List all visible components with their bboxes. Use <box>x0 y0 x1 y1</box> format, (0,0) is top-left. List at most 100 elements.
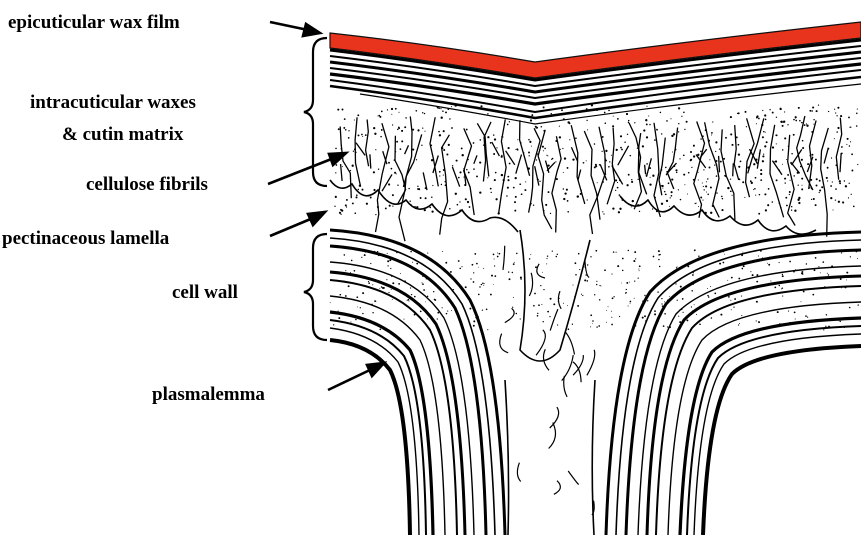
stipple-dot <box>500 105 501 106</box>
stipple-dot <box>784 137 786 139</box>
stipple-dot <box>719 263 721 265</box>
stipple-dot <box>846 272 848 274</box>
fibril-branch <box>719 156 720 172</box>
stipple-dot <box>850 127 851 128</box>
stipple-dot <box>567 200 569 202</box>
stipple-dot <box>830 185 832 187</box>
stipple-dot <box>432 185 433 186</box>
stipple-dot <box>724 254 725 255</box>
stipple-dot <box>373 171 375 173</box>
stipple-dot <box>461 266 462 267</box>
stipple-dot <box>400 273 401 274</box>
stipple-dot <box>370 263 371 264</box>
stipple-dot <box>494 179 496 181</box>
stipple-dot <box>741 296 742 297</box>
stipple-dot <box>487 177 488 178</box>
brackets <box>304 38 327 340</box>
stipple-dot <box>698 172 699 173</box>
stipple-dot <box>613 251 614 252</box>
stipple-dot <box>581 294 582 295</box>
stipple-dot <box>459 201 460 202</box>
stipple-dot <box>795 117 796 118</box>
stipple-dot <box>515 149 516 150</box>
stipple-dot <box>596 284 597 285</box>
cell-wall-right <box>606 232 861 535</box>
stipple-dot <box>848 197 849 198</box>
stipple-dot <box>388 162 390 164</box>
stipple-dot <box>801 272 803 274</box>
stipple-dot <box>514 201 516 203</box>
stipple-dot <box>654 313 656 315</box>
stipple-dot <box>619 208 621 210</box>
stipple-dot <box>794 312 796 314</box>
stipple-dot <box>680 286 682 288</box>
stipple-dot <box>601 286 602 287</box>
stipple-dot <box>391 289 392 290</box>
stipple-dot <box>706 181 707 182</box>
column-fibril <box>562 355 574 381</box>
stipple-dot <box>476 175 478 177</box>
stipple-dot <box>572 324 573 325</box>
stipple-dot <box>449 208 451 210</box>
stipple-dot <box>387 109 388 110</box>
stipple-dot <box>827 167 829 169</box>
stipple-dot <box>579 269 580 270</box>
stipple-dot <box>587 264 588 265</box>
middle-lamella-fibrils <box>500 246 595 515</box>
stipple-dot <box>440 108 441 109</box>
stipple-dot <box>491 275 493 277</box>
stipple-dot <box>682 298 684 300</box>
stipple-dot <box>351 322 352 323</box>
fibril-branch <box>464 168 466 184</box>
stipple-dot <box>821 186 823 188</box>
stipple-dot <box>658 254 660 256</box>
stipple-dot <box>385 207 387 209</box>
stipple-dot <box>567 211 569 213</box>
stipple-dot <box>809 110 811 112</box>
stipple-dot <box>756 123 757 124</box>
stipple-dot <box>723 262 725 264</box>
stipple-dot <box>634 251 636 253</box>
stipple-dot <box>756 117 758 119</box>
stipple-dot <box>552 158 554 160</box>
stipple-dot <box>366 203 368 205</box>
stipple-dot <box>801 178 803 180</box>
stipple-dot <box>616 252 617 253</box>
stipple-dot <box>345 129 347 131</box>
stipple-dot <box>392 299 393 300</box>
stipple-dot <box>786 159 787 160</box>
stipple-dot <box>560 149 561 150</box>
fibril <box>552 136 561 232</box>
stipple-dot <box>388 183 390 185</box>
stipple-dot <box>373 189 375 191</box>
stipple-dot <box>394 172 396 174</box>
stipple-dot <box>715 141 717 143</box>
stipple-dot <box>666 200 668 202</box>
stipple-dot <box>513 263 515 265</box>
stipple-dot <box>561 109 563 111</box>
stipple-dot <box>381 286 383 288</box>
stipple-dot <box>776 117 777 118</box>
stipple-dot <box>648 115 649 116</box>
stipple-dot <box>447 311 448 312</box>
stipple-dot <box>547 256 548 257</box>
stipple-dot <box>605 150 607 152</box>
stipple-dot <box>462 154 464 156</box>
stipple-dot <box>805 315 807 317</box>
stipple-dot <box>429 207 431 209</box>
stipple-dot <box>508 147 510 149</box>
stipple-dot <box>720 161 722 163</box>
stipple-dot <box>346 206 347 207</box>
stipple-dot <box>447 108 449 110</box>
cell-wall-left <box>330 230 505 535</box>
stipple-dot <box>628 174 630 176</box>
stipple-dot <box>564 192 566 194</box>
stipple-dot <box>611 324 613 326</box>
stipple-dot <box>801 301 802 302</box>
stipple-dot <box>398 126 400 128</box>
stipple-dot <box>631 105 633 107</box>
column-fibril <box>573 362 581 382</box>
stipple-dot <box>501 156 503 158</box>
fibril <box>366 120 369 167</box>
stipple-dot <box>524 189 526 191</box>
